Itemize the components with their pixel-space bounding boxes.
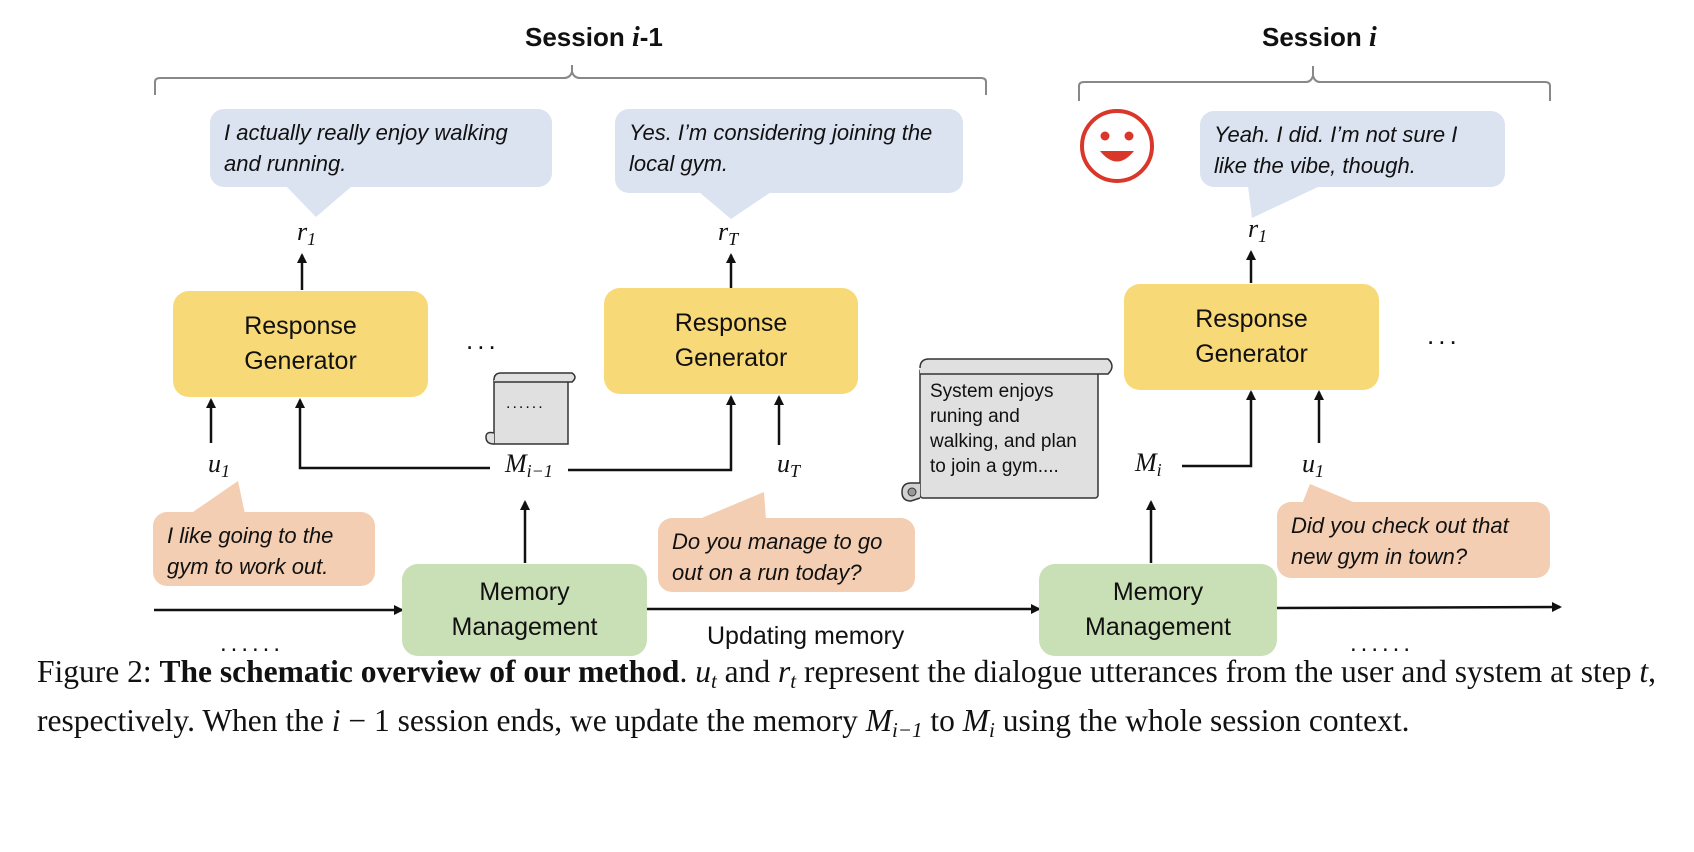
label-r1-session-i: r1: [1248, 214, 1268, 246]
ellipsis-between-steps: ...: [466, 325, 500, 355]
bubble-tail-sys3: [1248, 186, 1320, 218]
label-M-prev: Mi−1: [505, 449, 553, 481]
label-u1-session-i: u1: [1302, 449, 1324, 481]
arrow-mem-to-rg1: [295, 398, 490, 470]
label-uT: uT: [777, 449, 801, 481]
ellipsis-after-session-i: ...: [1427, 320, 1461, 350]
small-scroll-text: ......: [506, 395, 545, 412]
bubble-tail-user3: [1302, 484, 1358, 504]
session-curr-title: Session i: [1262, 22, 1377, 53]
session-prev-title: Session i-1: [525, 22, 663, 53]
label-M-curr: Mi: [1135, 448, 1162, 480]
bubble-tail-sys1: [286, 186, 352, 217]
session-prev-brace: [154, 65, 987, 95]
session-curr-brace: [1078, 66, 1551, 101]
figure-caption: Figure 2: The schematic overview of our …: [37, 654, 1656, 742]
ellipsis-after: ......: [1350, 630, 1415, 657]
memory-scroll-icon: [901, 358, 1113, 502]
bubble-tail-user1: [190, 481, 245, 514]
bubble-tail-sys2: [699, 192, 771, 219]
label-r1: r1: [297, 217, 317, 249]
bubble-tail-user2: [697, 492, 766, 520]
ellipsis-before: ......: [220, 630, 285, 657]
updating-memory-label: Updating memory: [707, 622, 905, 650]
timeline-arrow-3: [1276, 602, 1562, 613]
small-scroll-icon: [485, 372, 576, 445]
arrow-mcurr-to-rg3: [1182, 390, 1256, 468]
arrow-mem-to-rg2: [568, 395, 736, 472]
label-u1: u1: [208, 449, 230, 481]
label-rT: rT: [718, 217, 739, 249]
smiley-face-icon: [1080, 109, 1154, 183]
